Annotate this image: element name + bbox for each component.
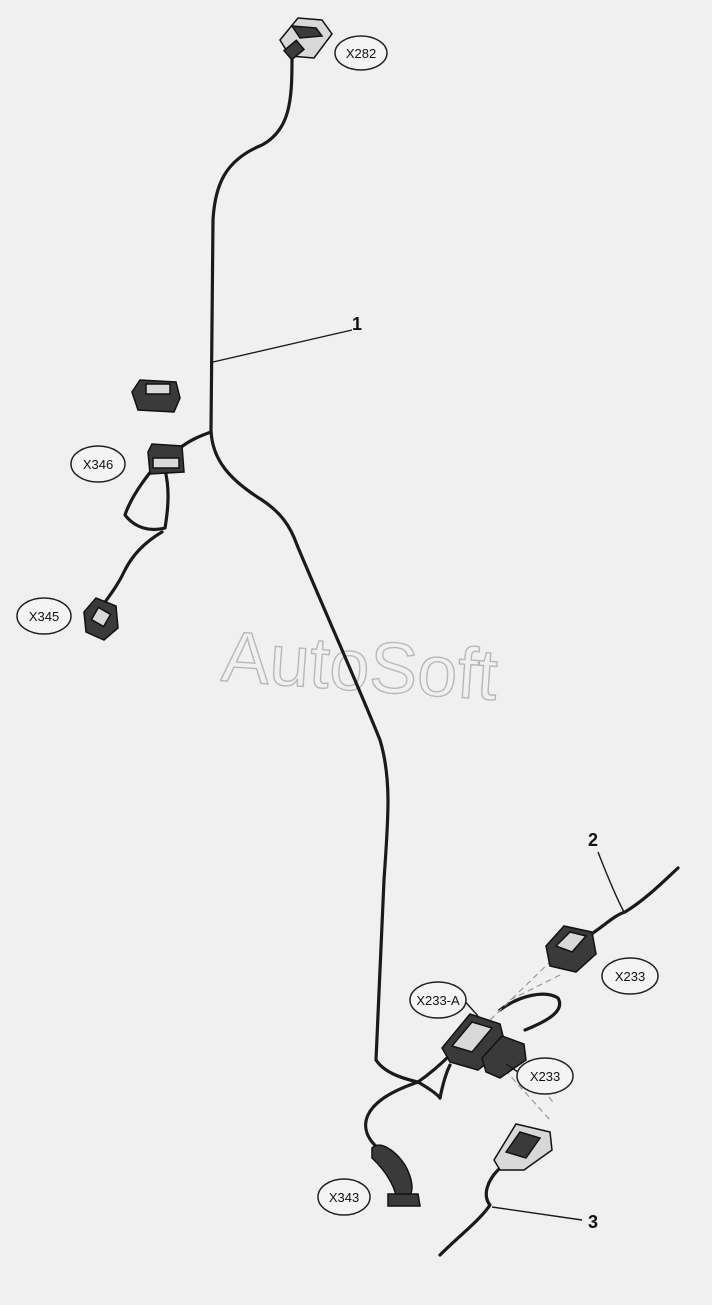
label-x233a-text: X233-A (416, 993, 460, 1008)
label-x282-text: X282 (346, 46, 376, 61)
x345-branch-wire (123, 468, 170, 532)
label-x345: X345 (16, 597, 72, 635)
callout-1-leader (212, 329, 353, 363)
callout-3-leader (491, 1206, 583, 1221)
label-x282: X282 (334, 35, 388, 71)
connector-x233-upper-body (545, 925, 597, 973)
main-harness-wire (209, 58, 442, 1100)
callout-2-leader (597, 851, 625, 913)
label-x343: X343 (317, 1178, 371, 1216)
label-x346: X346 (70, 445, 126, 483)
x346-branch-wire (178, 430, 213, 450)
label-x346-text: X346 (83, 457, 113, 472)
harness-2-wire (588, 866, 680, 937)
connector-x345-body (83, 597, 119, 641)
alignment-line-lower (504, 1069, 551, 1121)
connector-cover-body (131, 379, 181, 413)
label-x233-upper-text: X233 (615, 969, 645, 984)
callout-1: 1 (352, 314, 362, 334)
harness-3-wire (438, 1168, 500, 1257)
alignment-line-upper (489, 959, 553, 1021)
connector-x282-body (279, 17, 333, 61)
connector-x346-body (147, 443, 185, 475)
callout-3: 3 (588, 1212, 598, 1232)
connector-x233-lower-body (493, 1123, 553, 1171)
connector-x233-mating-body (481, 1035, 527, 1079)
label-x345-text: X345 (29, 609, 59, 624)
label-x233-lower-text: X233 (530, 1069, 560, 1084)
label-x233-upper: X233 (601, 957, 659, 995)
callout-2: 2 (588, 830, 598, 850)
label-x233-lower: X233 (516, 1057, 574, 1095)
connector-x343-body (371, 1144, 421, 1207)
x345-lead-wire (101, 530, 164, 607)
label-x343-text: X343 (329, 1190, 359, 1205)
x343-branch-wire (364, 1080, 420, 1152)
watermark-text: AutoSoft (219, 617, 500, 716)
x233-lower-leader (505, 1063, 519, 1073)
label-x233a: X233-A (409, 981, 467, 1019)
x233a-loop-wire (438, 992, 562, 1100)
